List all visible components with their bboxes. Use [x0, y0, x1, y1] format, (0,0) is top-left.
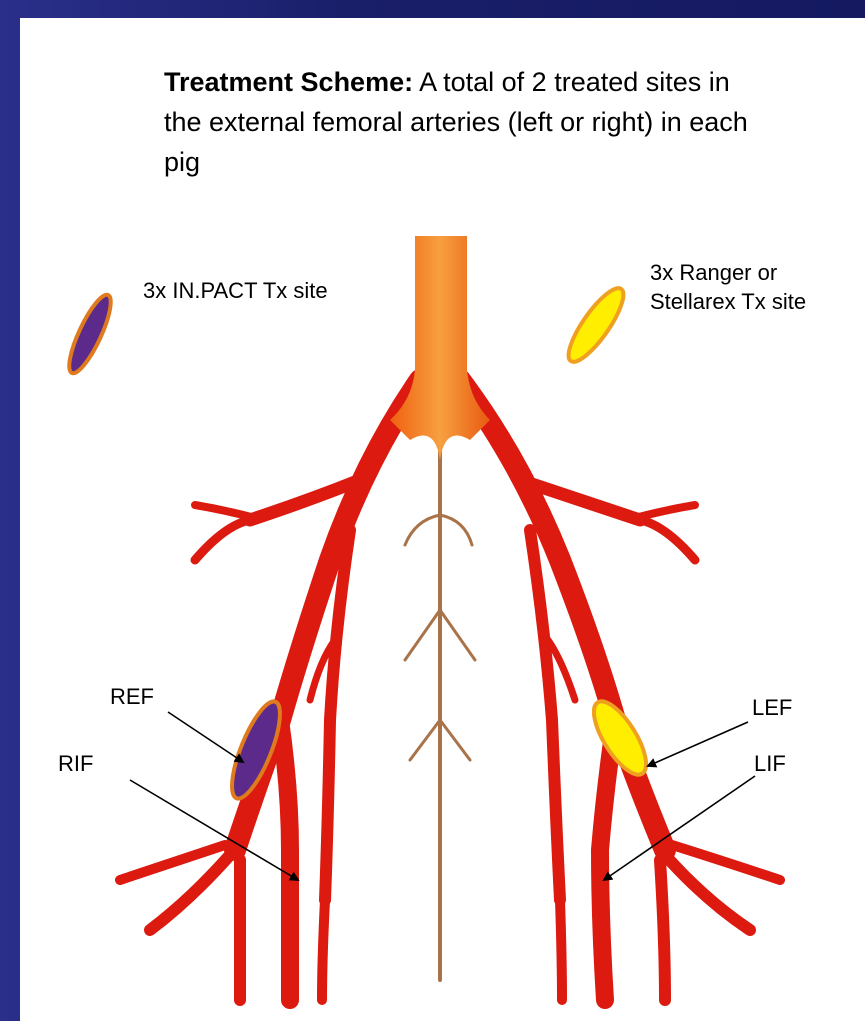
ranger-legend-marker — [560, 282, 632, 369]
ref-arrow — [168, 712, 243, 762]
median-branch — [405, 420, 475, 980]
right-arteries — [120, 380, 420, 1000]
aorta — [390, 236, 490, 460]
left-arteries — [460, 380, 780, 1000]
inpact-legend-marker — [62, 290, 118, 377]
lef-arrow — [648, 722, 748, 766]
